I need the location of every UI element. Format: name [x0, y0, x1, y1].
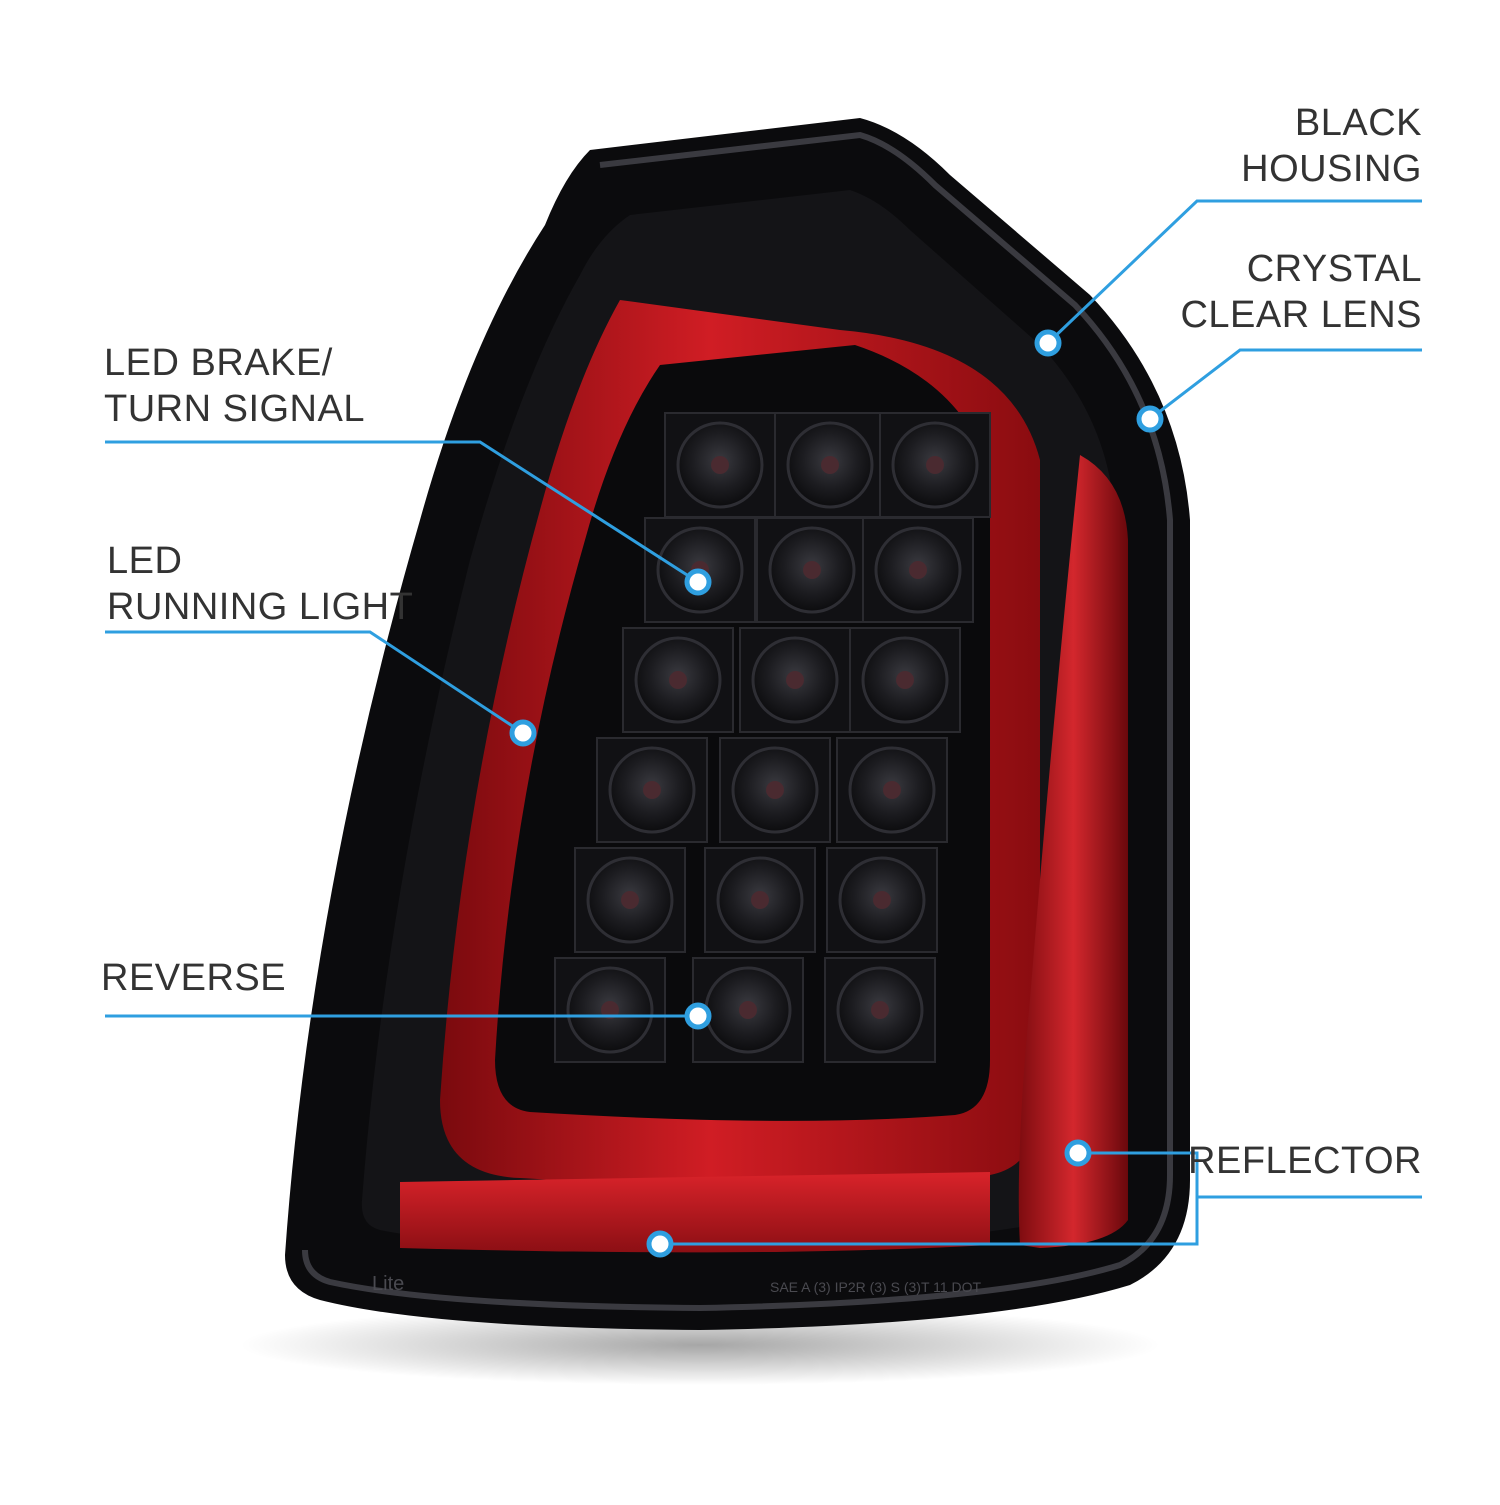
led-chip — [711, 456, 729, 474]
led-chip — [871, 1001, 889, 1019]
leader-crystal-lens — [1149, 348, 1422, 421]
led-chip — [643, 781, 661, 799]
led-grid — [554, 412, 991, 1063]
label-crystal-lens: CRYSTAL CLEAR LENS — [1180, 246, 1422, 338]
leader-led-brake — [105, 440, 699, 584]
dot-reverse — [684, 1002, 712, 1030]
label-black-housing: BLACK HOUSING — [1241, 100, 1422, 192]
label-reflector-line1: REFLECTOR — [1188, 1140, 1422, 1182]
led-chip — [786, 671, 804, 689]
side-reflector — [1018, 455, 1128, 1248]
leader-reflector-bracket — [660, 1151, 1199, 1246]
led-chip — [621, 891, 639, 909]
label-led-brake-line1: LED BRAKE/ — [104, 342, 333, 384]
led-chip — [909, 561, 927, 579]
label-reverse: REVERSE — [101, 955, 286, 1001]
led-chip — [751, 891, 769, 909]
callout-dots — [509, 329, 1164, 1258]
led-chip — [821, 456, 839, 474]
led-chip — [803, 561, 821, 579]
label-reflector: REFLECTOR — [1188, 1138, 1422, 1184]
label-black-housing-line1: BLACK — [1294, 102, 1422, 144]
bottom-reflector — [400, 1172, 990, 1253]
led-chip — [669, 671, 687, 689]
lens-rim — [302, 131, 1173, 1312]
led-chip — [896, 671, 914, 689]
label-led-brake-line2: TURN SIGNAL — [104, 388, 365, 430]
label-crystal-lens-line2: CLEAR LENS — [1180, 294, 1422, 336]
dot-led-running — [509, 719, 537, 747]
label-crystal-lens-line1: CRYSTAL — [1246, 248, 1422, 290]
led-chip — [883, 781, 901, 799]
label-led-brake: LED BRAKE/ TURN SIGNAL — [104, 340, 365, 432]
led-chip — [873, 891, 891, 909]
leader-black-housing — [1046, 199, 1422, 345]
dot-black-housing — [1034, 329, 1062, 357]
brand-marking: Lite — [372, 1273, 404, 1295]
dot-side-reflector — [1064, 1139, 1092, 1167]
ground-shadow — [240, 1305, 1160, 1385]
dot-led-brake — [684, 568, 712, 596]
dot-crystal-lens — [1136, 405, 1164, 433]
label-reverse-line1: REVERSE — [101, 957, 287, 999]
dot-bottom-reflector — [646, 1230, 674, 1258]
label-black-housing-line2: HOUSING — [1241, 148, 1422, 190]
callout-leaders — [105, 199, 1422, 1246]
leader-led-running — [105, 630, 524, 735]
dot-marking: SAE A (3) IP2R (3) S (3)T 11 DOT — [770, 1279, 982, 1295]
label-led-running-line1: LED — [107, 540, 183, 582]
led-chip — [739, 1001, 757, 1019]
led-chip — [926, 456, 944, 474]
label-led-running: LED RUNNING LIGHT — [107, 538, 413, 630]
led-chip — [766, 781, 784, 799]
label-led-running-line2: RUNNING LIGHT — [107, 586, 414, 628]
